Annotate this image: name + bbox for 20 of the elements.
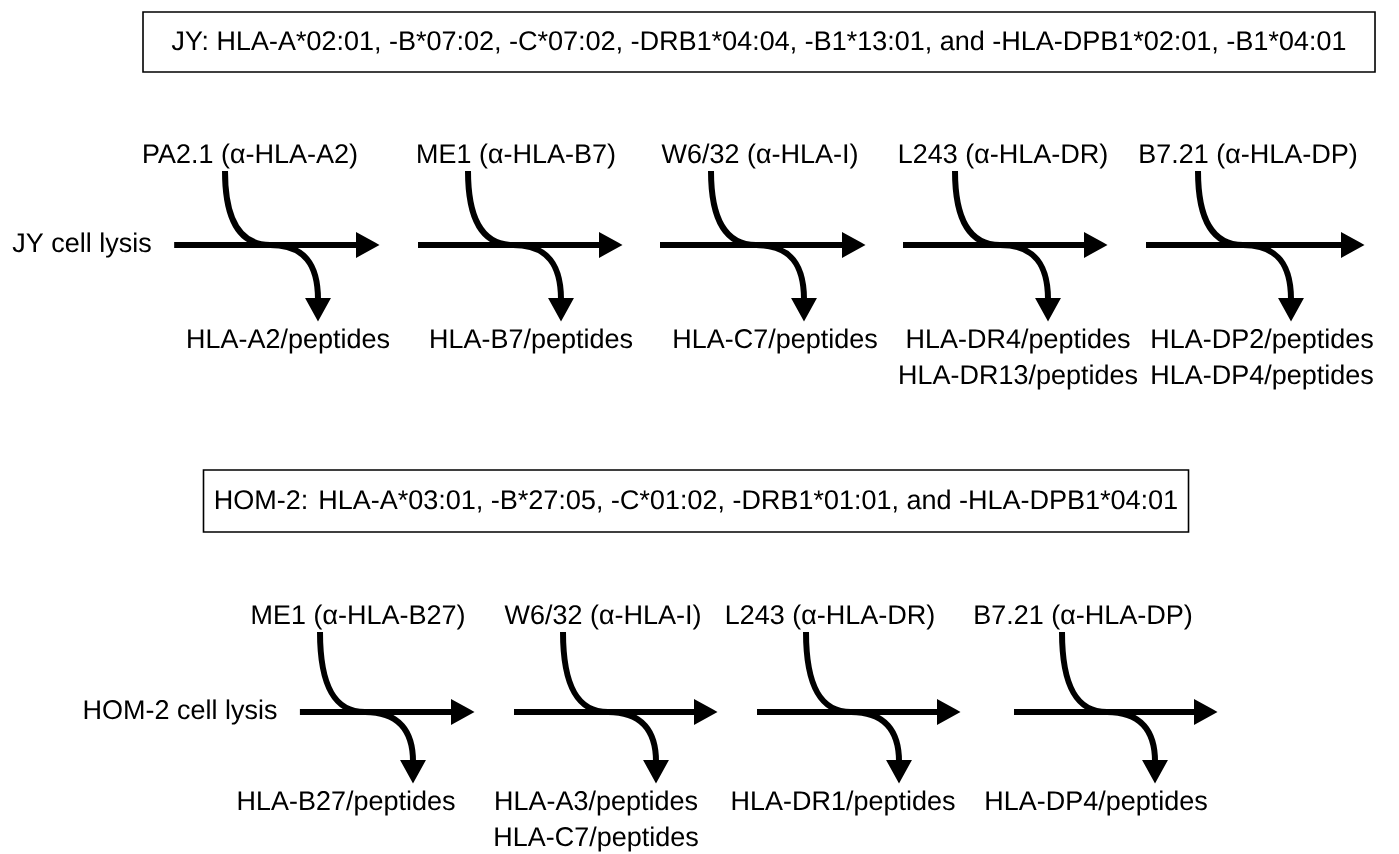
antibody-label: ME1 (α-HLA-B7) <box>418 143 615 169</box>
lysis-label: JY cell lysis <box>12 232 151 258</box>
product-label: HLA-A2/peptides <box>188 328 390 354</box>
antibody-label: W6/32 (α-HLA-I) <box>661 143 857 169</box>
product-label: HLA-DP4/peptides <box>986 790 1207 816</box>
product-label: HLA-DP2/peptides HLA-DP4/peptides <box>1152 328 1373 390</box>
antibody-label: L243 (α-HLA-DR) <box>899 143 1107 169</box>
antibody-label: W6/32 (α-HLA-I) <box>504 604 700 630</box>
antibody-label: PA2.1 (α-HLA-A2) <box>144 143 357 169</box>
product-label: HLA-B27/peptides <box>238 790 455 816</box>
antibody-label: L243 (α-HLA-DR) <box>726 604 934 630</box>
antibody-label: B7.21 (α-HLA-DP) <box>1140 143 1357 169</box>
lysis-label: HOM-2 cell lysis <box>84 699 277 725</box>
antibody-label: B7.21 (α-HLA-DP) <box>975 604 1192 630</box>
product-label: HLA-DR4/peptides HLA-DR13/peptides <box>900 328 1138 390</box>
product-label: HLA-DR1/peptides <box>732 790 955 816</box>
product-label: HLA-B7/peptides <box>431 328 633 354</box>
antibody-label: ME1 (α-HLA-B27) <box>252 604 464 630</box>
product-label: HLA-C7/peptides <box>674 328 877 354</box>
product-label: HLA-A3/peptides HLA-C7/peptides <box>495 790 698 852</box>
